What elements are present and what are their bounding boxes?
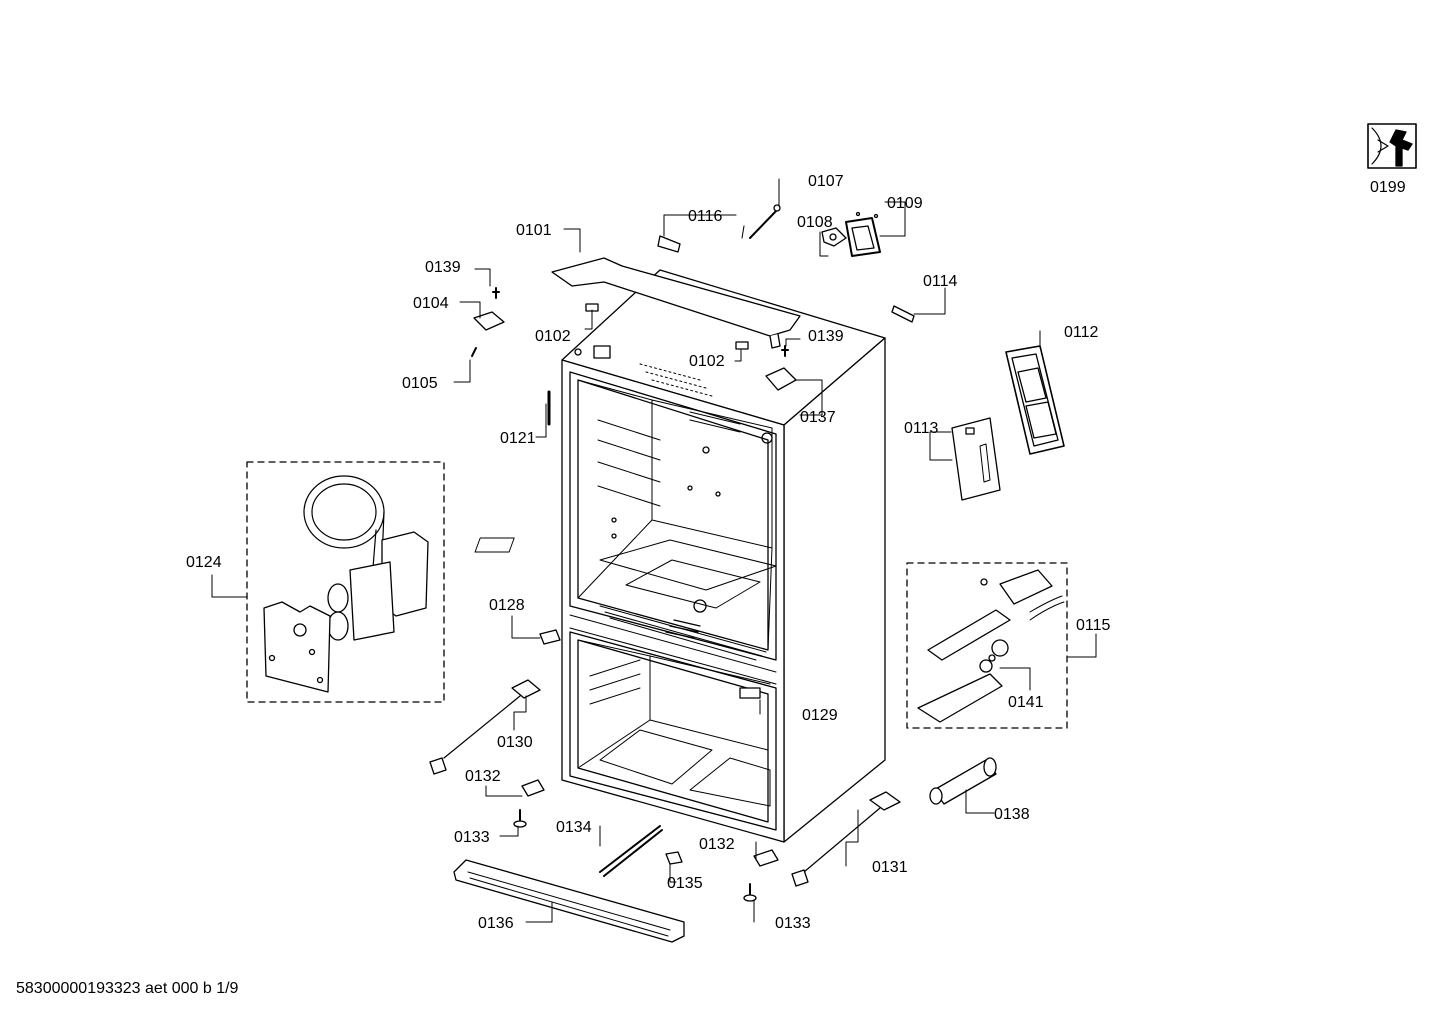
part-0102-pad-b: [735, 341, 749, 350]
document-code: 58300000193323 aet 000 b 1/9: [16, 980, 239, 997]
label-0199: 0199: [1370, 179, 1406, 196]
label-0136: 0136: [478, 915, 514, 932]
label-0113: 0113: [904, 420, 939, 437]
label-0130: 0130: [497, 734, 533, 751]
part-0112-gasket: [1005, 345, 1065, 455]
part-0101-top-bar: [551, 257, 801, 349]
part-0135-block: [665, 851, 683, 865]
label-0141: 0141: [1008, 694, 1044, 711]
part-0107-rod: [749, 209, 778, 239]
label-0137: 0137: [800, 409, 836, 426]
part-0105-pin: [471, 347, 477, 357]
part-0113-control-board: [951, 417, 1001, 501]
part-0115-group-box: [906, 562, 1068, 729]
part-0131-harness: [791, 791, 901, 887]
label-0139: 0139: [425, 259, 461, 276]
label-0114: 0114: [923, 273, 958, 290]
part-0139-screw-b: [781, 345, 789, 357]
label-0107: 0107: [808, 173, 844, 190]
part-0124-group-box: [246, 461, 445, 703]
part-0141-grommet: [988, 654, 996, 662]
label-0116: 0116: [688, 208, 723, 225]
label-0135: 0135: [667, 875, 703, 892]
label-0115: 0115: [1076, 617, 1111, 634]
label-0121: 0121: [500, 430, 536, 447]
part-0115-dispenser-assembly: [917, 569, 1065, 723]
part-0133-foot-a: [513, 809, 527, 828]
part-0132-clip-a: [521, 779, 545, 797]
part-0133-foot-b: [743, 883, 757, 902]
label-0132: 0132: [699, 836, 735, 853]
cabinet-body: [474, 269, 886, 843]
wrench-tool-icon: [1367, 123, 1417, 169]
label-0134: 0134: [556, 819, 592, 836]
label-0102: 0102: [689, 353, 725, 370]
part-0139-screw-a: [492, 287, 500, 299]
part-0116-clip: [657, 235, 681, 253]
part-0128-connector: [539, 629, 561, 645]
part-0134-trim-strip: [599, 825, 663, 877]
label-0109: 0109: [887, 195, 923, 212]
label-0133: 0133: [775, 915, 811, 932]
part-0114-clip: [891, 305, 915, 323]
part-0104-hinge: [473, 311, 505, 331]
label-0101: 0101: [516, 222, 552, 239]
part-0108-bracket: [821, 227, 847, 247]
part-labels: 0101 0139 0104 0102 0105 0116 0107 0108 …: [186, 173, 1406, 932]
label-0105: 0105: [402, 375, 438, 392]
label-0112: 0112: [1064, 324, 1099, 341]
label-0124: 0124: [186, 554, 222, 571]
label-0128: 0128: [489, 597, 525, 614]
label-0104: 0104: [413, 295, 449, 312]
part-0129-sensor: [739, 687, 761, 699]
label-0139: 0139: [808, 328, 844, 345]
label-0129: 0129: [802, 707, 838, 724]
leader-lines: [211, 178, 1097, 923]
label-0131: 0131: [872, 859, 908, 876]
label-0108: 0108: [797, 214, 833, 231]
label-0133: 0133: [454, 829, 490, 846]
part-0124-water-assembly: [263, 475, 429, 693]
part-0138-water-filter: [929, 757, 997, 805]
part-0136-base-grille: [453, 859, 685, 943]
part-0109-frame: [845, 211, 881, 257]
label-0102: 0102: [535, 328, 571, 345]
part-0132-clip-b: [753, 849, 779, 867]
label-0138: 0138: [994, 806, 1030, 823]
part-0130-harness: [429, 679, 541, 775]
label-0132: 0132: [465, 768, 501, 785]
